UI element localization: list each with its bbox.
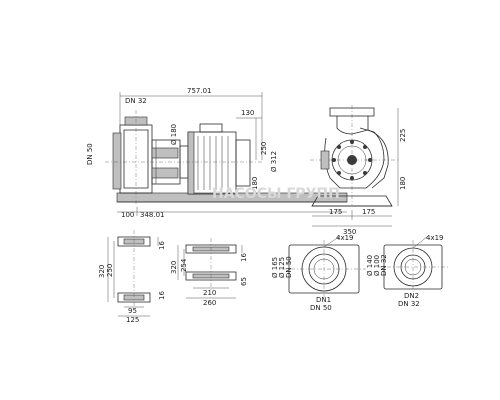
side-view: DN 32 757.01 130 DN 50 100 348.01 Ø 180 … bbox=[86, 87, 348, 219]
inlet-flange bbox=[112, 132, 122, 190]
height-250-label: 250 bbox=[260, 142, 268, 155]
foot-view-a: 320 250 16 16 95 125 bbox=[98, 230, 166, 324]
a-16b-label: 16 bbox=[158, 291, 166, 300]
base-main-label: 348.01 bbox=[140, 211, 165, 219]
fan-cover bbox=[235, 139, 251, 187]
outlet-holes-label: 4x19 bbox=[426, 234, 444, 242]
foot-left-label: 175 bbox=[329, 208, 342, 216]
height-180-label: 180 bbox=[251, 177, 259, 190]
flange-dia-label: Ø 180 bbox=[170, 124, 178, 145]
a-125-label: 125 bbox=[126, 316, 139, 324]
base-left-label: 100 bbox=[121, 211, 134, 219]
b-320-label: 320 bbox=[170, 261, 178, 274]
dn-inlet-label: DN 50 bbox=[86, 143, 94, 165]
a-320-label: 320 bbox=[98, 265, 106, 278]
motor-offset-label: 130 bbox=[241, 109, 254, 117]
outlet-bore: DN 32 bbox=[380, 254, 388, 276]
flange-outlet: 4x19 Ø 140 Ø 100 DN 32 DN2 DN 32 bbox=[366, 234, 448, 308]
total-length-label: 757.01 bbox=[187, 87, 212, 95]
front-height-180: 180 bbox=[399, 177, 407, 190]
top-flange bbox=[329, 107, 375, 117]
motor-body bbox=[187, 131, 237, 195]
inlet-holes-label: 4x19 bbox=[336, 234, 354, 242]
dn-outlet-label: DN 32 bbox=[125, 97, 147, 105]
outlet-label-2: DN 32 bbox=[398, 300, 420, 308]
front-height-225: 225 bbox=[399, 129, 407, 142]
a-250-label: 250 bbox=[106, 264, 114, 277]
b-210-label: 210 bbox=[203, 289, 216, 297]
width-total-label: 350 bbox=[343, 228, 356, 236]
inlet-bore: DN 50 bbox=[285, 256, 293, 278]
inlet-label-1: DN1 bbox=[316, 296, 331, 304]
foot-right-label: 175 bbox=[362, 208, 375, 216]
terminal-box bbox=[199, 123, 223, 133]
inlet-label-2: DN 50 bbox=[310, 304, 332, 312]
motor-dia-label: Ø 312 bbox=[270, 151, 278, 172]
outlet-label-1: DN2 bbox=[404, 292, 419, 300]
a-95-label: 95 bbox=[128, 307, 137, 315]
inlet-outer-dia: Ø 165 bbox=[271, 257, 279, 278]
front-view: 225 180 175 175 350 bbox=[310, 105, 407, 236]
foot-view-b: 320 254 16 65 210 260 bbox=[170, 238, 248, 307]
inlet-pcd-dia: Ø 125 bbox=[278, 257, 286, 278]
b-260-label: 260 bbox=[203, 299, 216, 307]
flange-inlet: 4x19 Ø 165 Ø 125 DN 50 DN1 DN 50 bbox=[271, 234, 366, 312]
outlet-outer-dia: Ø 140 bbox=[366, 255, 374, 276]
b-65-label: 65 bbox=[240, 277, 248, 286]
watermark: НАСОСЫ ГРУПП bbox=[212, 186, 340, 202]
b-16-label: 16 bbox=[240, 253, 248, 262]
b-254-label: 254 bbox=[180, 258, 188, 272]
outlet-pcd-dia: Ø 100 bbox=[373, 255, 381, 276]
a-16-label: 16 bbox=[158, 241, 166, 250]
